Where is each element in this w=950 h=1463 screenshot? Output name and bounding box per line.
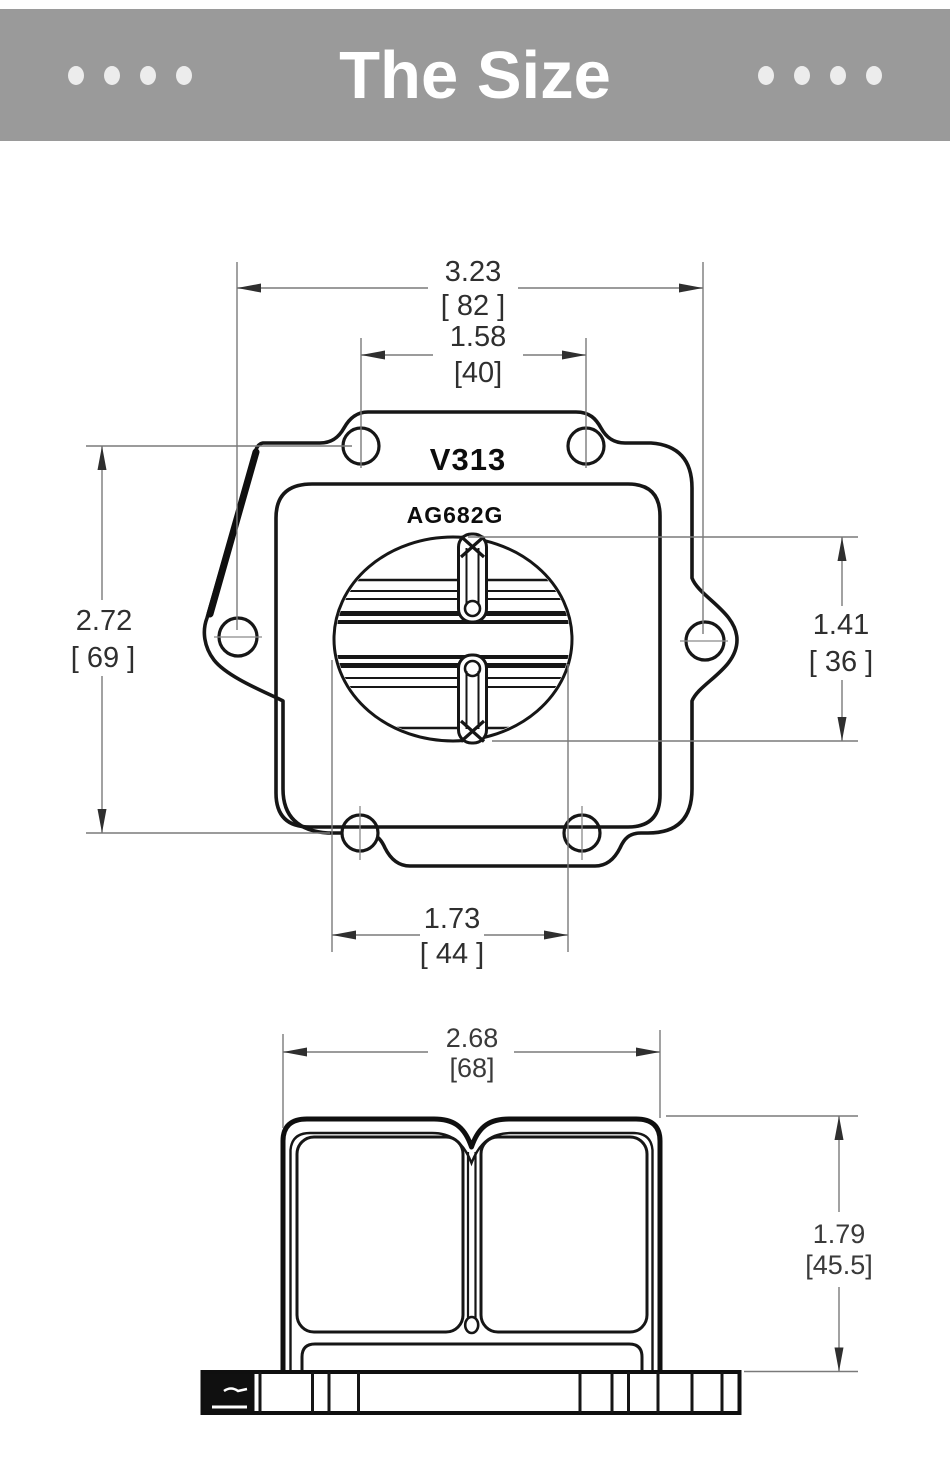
- reed-slot-lower: [457, 653, 488, 745]
- dim-value: 1.58: [450, 321, 506, 353]
- dim-value: 2.72: [76, 605, 132, 637]
- top-view: V313 AG682G 3.23 [ 82 ] 1.58 [40]: [71, 256, 874, 970]
- shell-outline: [280, 1116, 663, 1372]
- dim-value: 1.79: [813, 1219, 866, 1249]
- dot-icon: [104, 65, 120, 85]
- centerlines: [214, 636, 728, 860]
- dot-icon: [140, 65, 156, 85]
- dim-value-mm: [68]: [449, 1053, 494, 1083]
- valve-port: [332, 532, 574, 745]
- dim-top-hole-spacing: 1.58 [40]: [360, 321, 587, 468]
- page-title: The Size: [339, 37, 611, 113]
- reed-petals: [295, 1135, 649, 1334]
- dim-value: 2.68: [446, 1023, 499, 1053]
- dot-icon: [176, 65, 192, 85]
- dim-port-height: 1.41 [ 36 ]: [468, 536, 874, 742]
- chamfer-edge: [206, 448, 260, 618]
- side-view: 2.68 [68] 1.79 [45.5]: [200, 1023, 873, 1415]
- dim-side-height: 1.79 [45.5]: [666, 1115, 873, 1373]
- dot-icon: [68, 65, 84, 85]
- dim-bottom-hole-spacing: 1.73 [ 44 ]: [331, 660, 569, 970]
- center-divider: [463, 1152, 480, 1335]
- dim-value-mm: [ 44 ]: [420, 938, 485, 970]
- dot-icon: [830, 65, 846, 85]
- dim-value-mm: [ 36 ]: [809, 646, 874, 678]
- reed-slot-upper: [457, 532, 488, 624]
- dim-overall-width: 3.23 [ 82 ]: [236, 256, 704, 634]
- shell-inner-line: [289, 1131, 654, 1372]
- dim-value-mm: [ 82 ]: [441, 290, 506, 322]
- dim-value-mm: [40]: [454, 357, 502, 389]
- dot-icon: [794, 65, 810, 85]
- part-model-label: V313: [430, 442, 506, 477]
- dim-value: 1.41: [813, 609, 869, 641]
- dim-overall-height: 2.72 [ 69 ]: [71, 445, 352, 834]
- dot-icon: [866, 65, 882, 85]
- flange-outline: [202, 410, 739, 868]
- dim-value: 1.73: [424, 903, 480, 935]
- base-dividers: [258, 1372, 724, 1413]
- part-code-label: AG682G: [407, 502, 504, 528]
- decorative-dots-left: [68, 9, 192, 141]
- dim-side-width: 2.68 [68]: [282, 1023, 661, 1128]
- decorative-dots-right: [758, 9, 882, 141]
- dim-value-mm: [ 69 ]: [71, 642, 136, 674]
- dot-icon: [758, 65, 774, 85]
- gasket-outline: [274, 482, 662, 829]
- dim-value: 3.23: [445, 256, 501, 288]
- bottom-plate: [300, 1342, 644, 1372]
- base-end-cap: [204, 1374, 255, 1411]
- base-flange: [200, 1370, 742, 1415]
- dim-value-mm: [45.5]: [805, 1250, 873, 1280]
- header-banner: The Size: [0, 9, 950, 141]
